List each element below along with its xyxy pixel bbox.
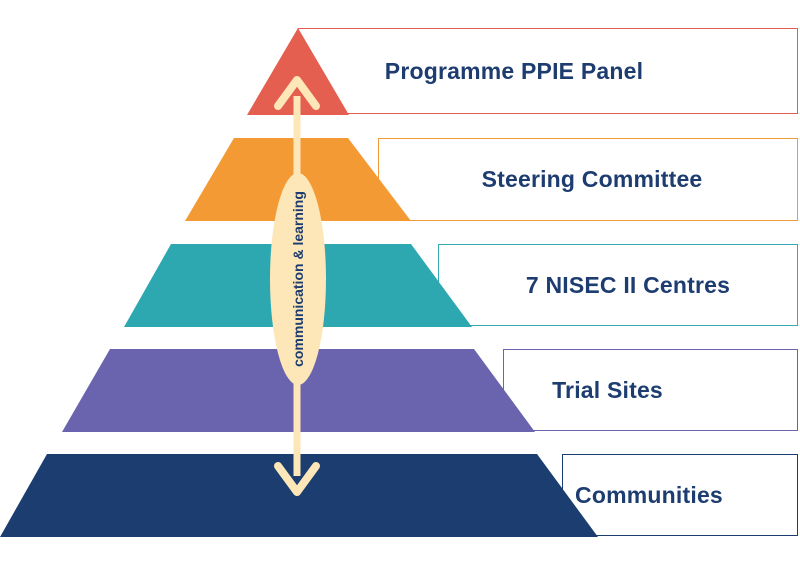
level-label-steering-committee: Steering Committee	[481, 166, 703, 192]
pyramid-tier-communities	[0, 454, 598, 537]
level-box-nisec-centres: 7 NISEC II Centres	[438, 244, 798, 326]
level-label-trial-sites: Trial Sites	[552, 376, 663, 403]
pyramid-tier-programme-ppie-panel	[247, 28, 349, 115]
level-box-trial-sites: Trial Sites	[503, 349, 798, 431]
level-box-programme-ppie-panel: Programme PPIE Panel	[298, 28, 798, 114]
level-label-nisec-centres: 7 NISEC II Centres	[525, 271, 731, 298]
level-label-communities: Communities	[575, 481, 723, 508]
level-label-programme-ppie-panel: Programme PPIE Panel	[384, 57, 644, 84]
arrow-label: communication & learning	[290, 191, 306, 367]
level-box-steering-committee: Steering Committee	[378, 138, 798, 221]
communication-arrow: communication & learning	[270, 76, 326, 496]
level-box-communities: Communities	[562, 454, 798, 536]
arrow-label-ellipse	[270, 173, 326, 385]
arrow-head-up-icon	[274, 76, 320, 110]
arrow-head-down-icon	[274, 462, 320, 496]
